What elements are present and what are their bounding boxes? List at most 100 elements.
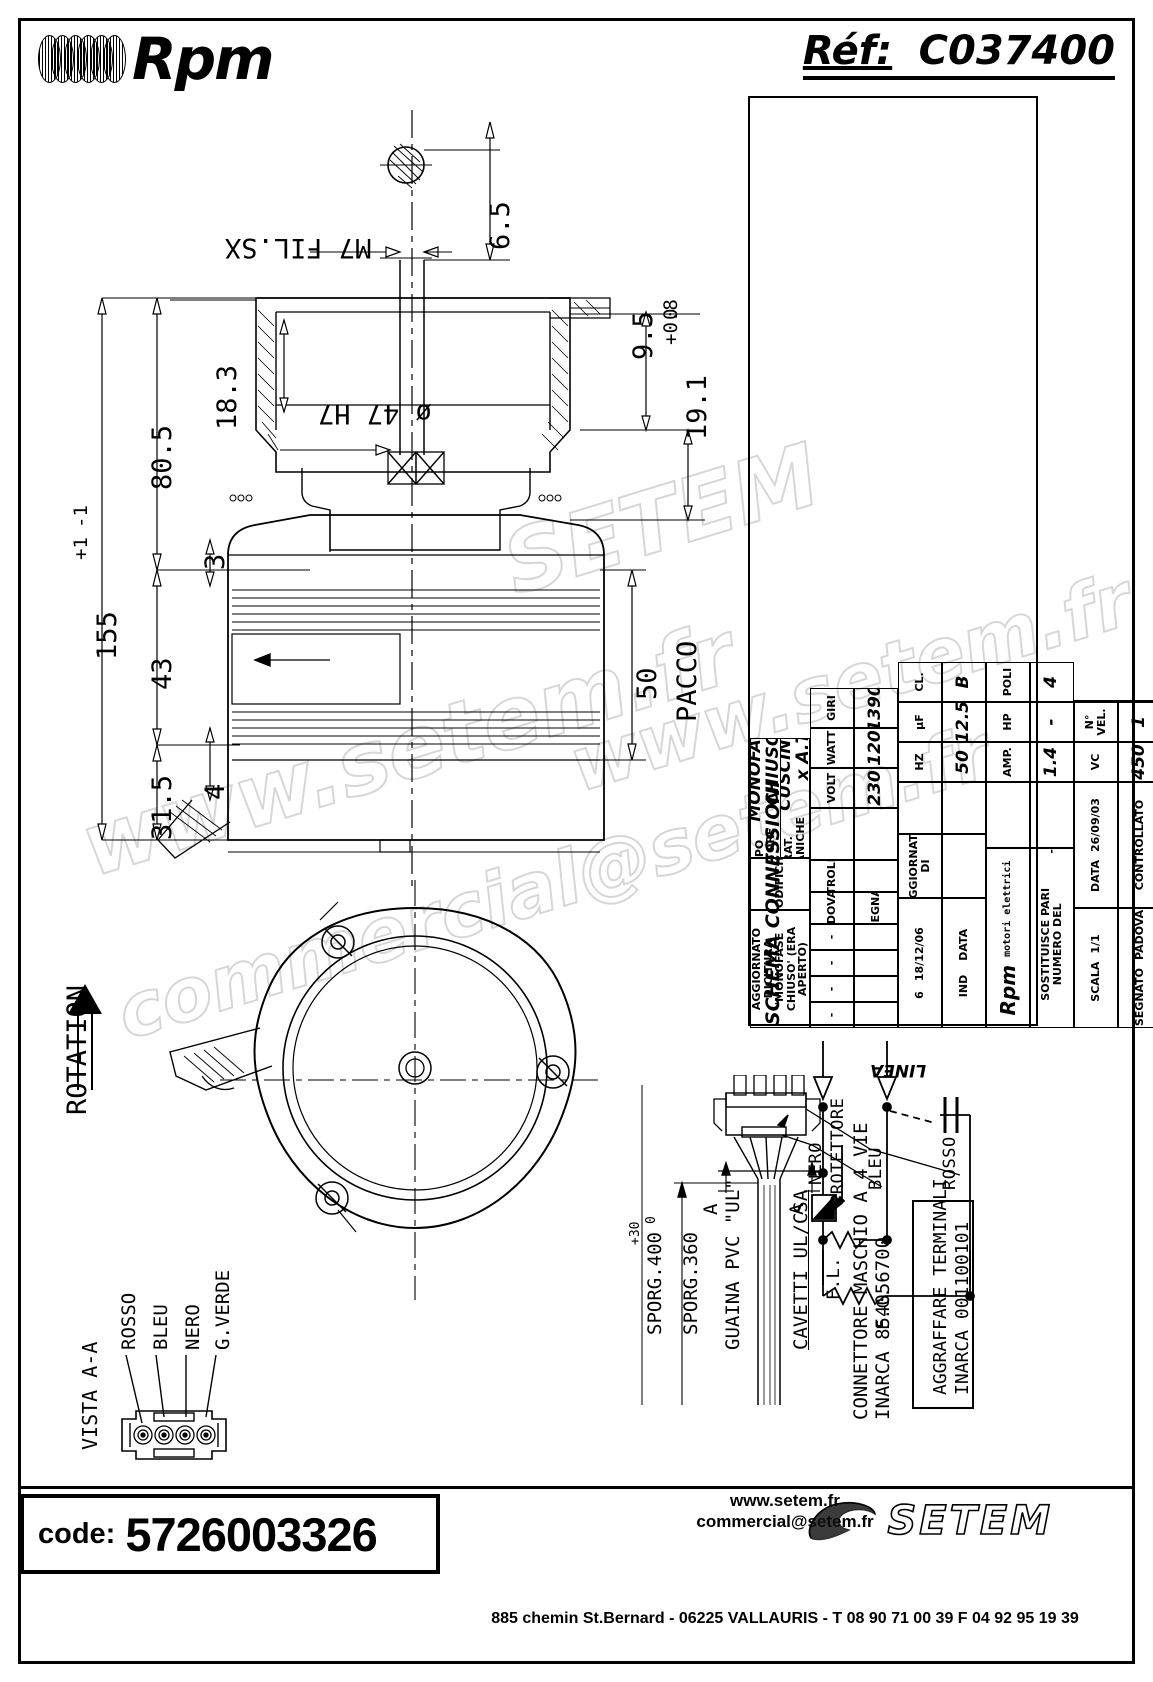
- tb-vc-value: 450: [1118, 742, 1153, 782]
- tb-poli-value: 4: [1030, 662, 1074, 702]
- dim-50: 50: [632, 667, 663, 700]
- tb-aggiornato: AGGIORNATO DI: [898, 834, 942, 898]
- vista-wire-bleu: BLEU: [150, 1304, 172, 1350]
- tb-ind-data-row: IND DATA: [942, 898, 986, 1028]
- tb-blank-1: [854, 1002, 898, 1028]
- dim-9-5: 9.5: [628, 311, 659, 360]
- motor-section-view: [157, 110, 700, 890]
- motor-front-view: [169, 880, 600, 1300]
- rpm-logo-text: Rpm: [132, 25, 275, 93]
- cable-connector-detail: [641, 1075, 961, 1405]
- tb-spacer-e: [942, 782, 986, 834]
- tb-spacer-h: [1074, 700, 1118, 702]
- tb-controllato-col: CONTROLLATO: [810, 860, 854, 892]
- tb-rev-mark-3: -: [810, 950, 854, 976]
- tb-volt: VOLT: [810, 768, 854, 808]
- tb-blank-3: [854, 950, 898, 976]
- schema-title: SCHEMA CONNESSIONI: [762, 780, 784, 1026]
- tb-rev-mark-2: -: [810, 976, 854, 1002]
- tb-spacer-g: [1030, 782, 1074, 848]
- tb-spacer-f: [986, 782, 1030, 848]
- dim-19-1: 19.1: [682, 374, 713, 440]
- label-sporg-400-tol-minus: 0: [644, 1216, 659, 1224]
- tb-uf-value: 12.5: [942, 702, 986, 742]
- tb-disegnato: DISEGNATO PADOVANI: [1118, 908, 1153, 1028]
- footer-website: www.setem.fr: [730, 1491, 840, 1510]
- code-value: 5726003326: [125, 1507, 377, 1561]
- tb-hz-value: 50: [942, 742, 986, 782]
- dim-31-5: 31.5: [147, 774, 178, 840]
- section-mark-a-left: A: [700, 1203, 722, 1215]
- label-aggraffare-line2: INARCA 001100101: [952, 1221, 973, 1395]
- dimension-lines-left: [97, 121, 705, 841]
- tb-blank-4: [854, 924, 898, 950]
- tb-carat-meccaniche: CARAT. MECCANICHE CUSCINETTI x A.T.: [780, 739, 810, 857]
- dim-19-1-tol-plus: +0.8: [660, 299, 682, 345]
- tb-watt-value: 120: [854, 728, 898, 768]
- label-aggraffare-line1: AGGRAFFARE TERMINALI: [930, 1178, 951, 1395]
- tb-spacer-d: [942, 834, 986, 898]
- coil-stack-icon: [38, 35, 126, 83]
- dim-18-3: 18.3: [212, 364, 243, 430]
- footer-address: 885 chemin St.Bernard - 06225 VALLAURIS …: [491, 1610, 1079, 1627]
- tb-watt: WATT: [810, 728, 854, 768]
- tb-spacer-i: [1118, 700, 1153, 702]
- code-box: code: 5726003326: [20, 1494, 440, 1574]
- ref-label: Réf:: [802, 28, 893, 74]
- tb-spacer-a: [810, 808, 854, 860]
- drawing-frame: [18, 18, 1135, 1664]
- tb-amp: AMP.: [986, 742, 1030, 782]
- tb-rev-mark-4: -: [810, 924, 854, 950]
- tb-cl-value: B: [942, 662, 986, 702]
- vista-wire-rosso: ROSSO: [118, 1292, 140, 1350]
- label-sporg-400-tol-plus: +30: [628, 1221, 643, 1245]
- rotation-arrow-icon: [68, 984, 102, 1090]
- label-connettore-line1: CONNETTORE MASCHIO A 4 VIE: [850, 1122, 872, 1420]
- tb-hz: HZ: [898, 742, 942, 782]
- reference-block: Réf: C037400: [802, 28, 1115, 80]
- tb-volt-value: 230: [854, 768, 898, 808]
- tb-disegnato-col: DISEGNATO: [854, 892, 898, 924]
- code-label: code:: [38, 1517, 116, 1550]
- label-pacco: PACCO: [672, 640, 703, 722]
- section-mark-a-right: A: [786, 1203, 808, 1215]
- tb-vc: VC: [1074, 742, 1118, 782]
- dim-4: 4: [200, 783, 231, 800]
- label-m7-fil-sx: M7 FIL.SX: [225, 232, 372, 263]
- tb-rev-mark-1: -: [810, 1002, 854, 1028]
- label-rotation: ROTATION: [62, 984, 93, 1115]
- dim-19-1-tol-minus: 0: [660, 308, 682, 320]
- tb-sostituisce: SOSTITUISCE PARI NUMERO DEL -: [1030, 848, 1074, 1028]
- dim-155-tol-minus: -1: [70, 505, 92, 528]
- footer-divider: [18, 1486, 1135, 1489]
- setem-swirl-icon: [809, 1501, 877, 1541]
- label-guaina: GUAINA PVC "UL": [722, 1178, 744, 1350]
- tb-data: DATA 26/09/03: [1074, 782, 1118, 908]
- tb-brand-cell: Rpm motori elettrici: [986, 848, 1030, 1028]
- dim-3: 3: [200, 553, 231, 570]
- dim-6-5: 6.5: [485, 201, 516, 250]
- tb-blank-5: [854, 860, 898, 892]
- tb-rev-index-row: 6 18/12/06: [898, 898, 942, 1028]
- tb-nvel: N° VEL.: [1074, 702, 1118, 742]
- vista-title: VISTA A-A: [78, 1341, 102, 1450]
- tb-blank-2: [854, 976, 898, 1002]
- tb-nvel-value: 1: [1118, 702, 1153, 742]
- tb-controllato: CONTROLLATO: [1118, 782, 1153, 908]
- aggraffare-box: [912, 1200, 974, 1409]
- title-block: AGGIORNATO DICITURA 'MONOFASE CHIUSO' (E…: [748, 96, 1153, 1028]
- tb-spacer-c: [898, 782, 942, 834]
- tb-poli: POLI: [986, 662, 1030, 702]
- vista-connector-view: [121, 1355, 227, 1460]
- tb-spacer-b: [854, 808, 898, 860]
- tb-padovani: PADOVANI: [810, 892, 854, 924]
- label-connettore-line2: INARCA 854056700: [872, 1236, 894, 1420]
- vista-wire-gverde: G.VERDE: [212, 1269, 234, 1350]
- tb-hp-value: -: [1030, 702, 1074, 742]
- tb-cl: CL.: [898, 662, 942, 702]
- ref-value: C037400: [918, 28, 1115, 74]
- tb-scala: SCALA 1/1: [1074, 908, 1118, 1028]
- tb-uf: µF: [898, 702, 942, 742]
- tb-giri-value: 1390: [854, 688, 898, 728]
